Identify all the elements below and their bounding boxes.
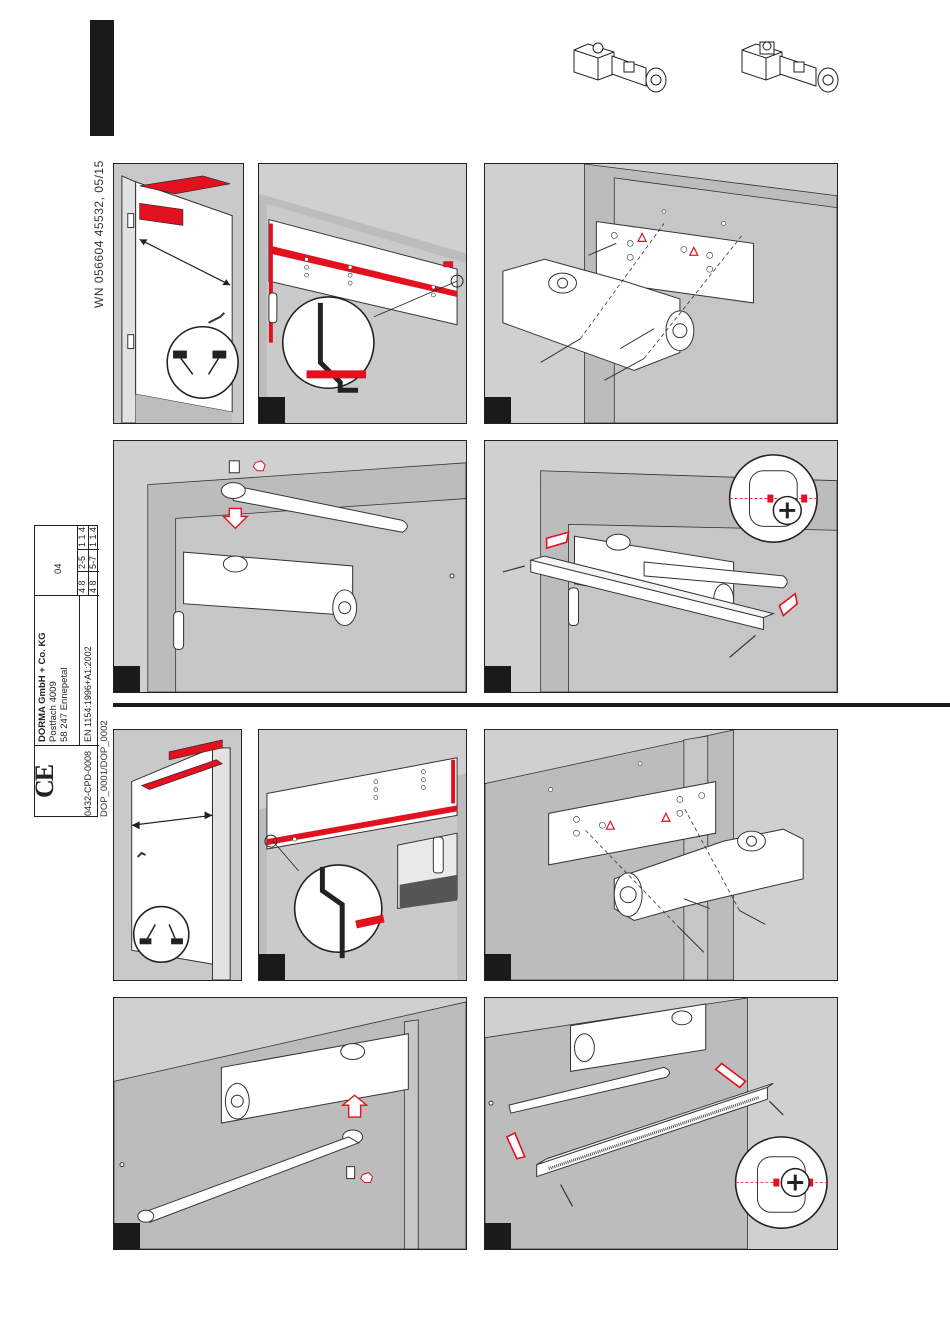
step-panel-door-pull-side (113, 163, 244, 424)
drawing-reference: DOP_0001/DOP_0002 (99, 720, 110, 817)
manufacturer-name: DORMA GmbH + Co. KG (37, 632, 48, 742)
section-divider (113, 703, 950, 707)
step-number-marker (485, 397, 511, 423)
step-panel-rail-bottom (484, 997, 838, 1250)
step-panel-arm-top (113, 440, 467, 693)
step-number-marker (114, 666, 140, 692)
document-reference: WN 056604 45532, 05/15 (92, 160, 106, 308)
notified-body-number: 0432-CPD-0008 (83, 751, 94, 816)
step-panel-door-push-side (113, 729, 242, 981)
year-code: 04 (53, 563, 64, 574)
step-number-marker (485, 666, 511, 692)
class-code-a2: 4 8 (88, 580, 99, 593)
class-code-b1: 2-5 (77, 556, 88, 569)
standard-reference: EN 1154:1996+A1:2002 (83, 646, 94, 742)
door-closer-product-icon (568, 34, 672, 96)
step-number-marker (485, 1223, 511, 1249)
manufacturer-address-1: Postfach 4009 (48, 681, 59, 742)
class-code-a1: 4 8 (77, 580, 88, 593)
manufacturer-address-2: 58 247 Ennepetal (59, 668, 70, 742)
class-code-c2: 1 1 4 (88, 527, 99, 547)
door-closer-product-icon-alt (736, 34, 842, 96)
class-code-b2: 5-7 (88, 556, 99, 569)
ce-mark: CE (39, 766, 50, 798)
step-number-marker (259, 954, 285, 980)
step-panel-template-top (258, 163, 467, 424)
step-number-marker (259, 397, 285, 423)
class-code-c1: 1 1 4 (77, 527, 88, 547)
step-number-marker (485, 954, 511, 980)
section-tab (90, 20, 114, 136)
step-number-marker (114, 1223, 140, 1249)
ce-label: CE 0432-CPD-0008 DORMA GmbH + Co. KG Pos… (34, 525, 98, 817)
step-panel-arm-bottom (113, 997, 467, 1250)
step-panel-mount-body-top (484, 163, 838, 424)
step-panel-rail-top (484, 440, 838, 693)
step-panel-template-bottom (258, 729, 467, 981)
step-panel-mount-body-bottom (484, 729, 838, 981)
